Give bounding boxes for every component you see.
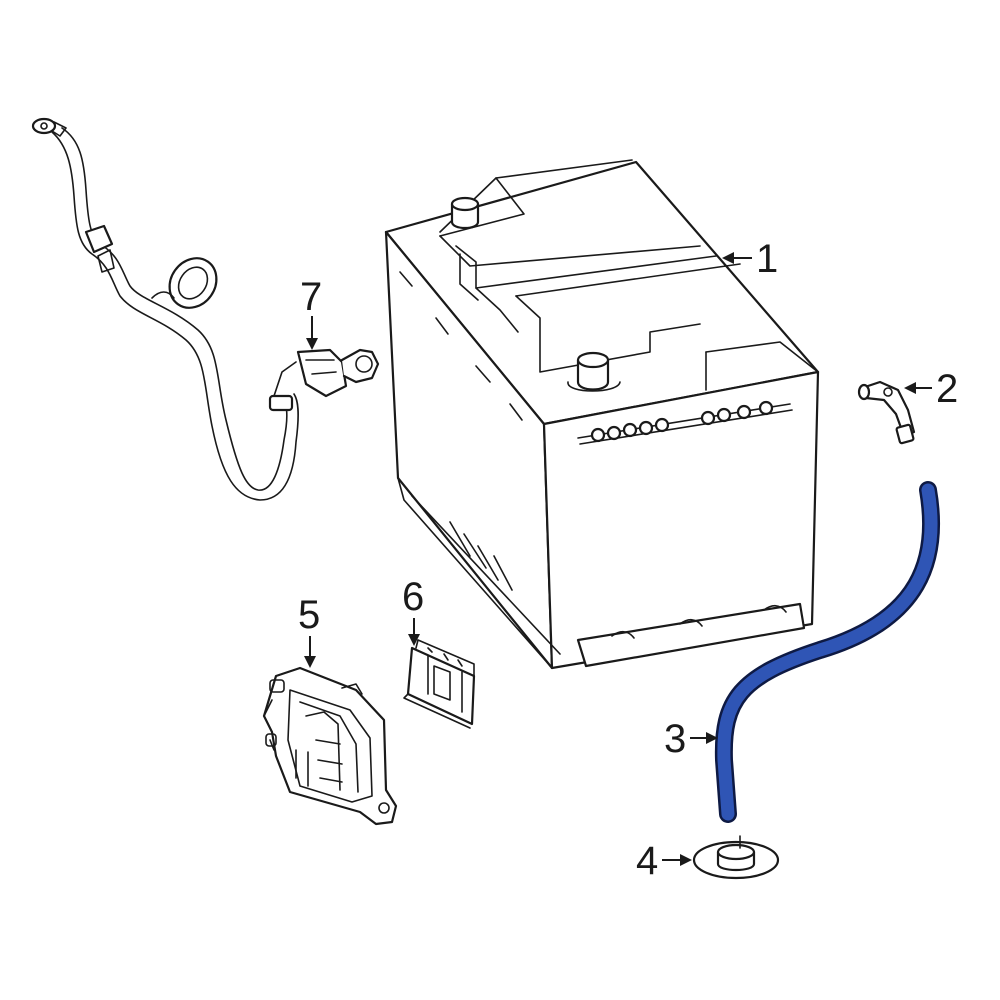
vent-elbow-icon[interactable] [857, 380, 916, 445]
vent-hose-icon[interactable] [714, 481, 941, 823]
callout-6: 6 [402, 575, 424, 646]
grommet-icon[interactable] [692, 835, 780, 880]
callout-label-2: 2 [936, 367, 958, 411]
callout-label-7: 7 [300, 275, 322, 319]
callout-3: 3 [664, 717, 718, 761]
callout-label-3: 3 [664, 717, 686, 761]
vent-caps [577, 400, 793, 445]
callout-label-4: 4 [636, 839, 658, 883]
battery-icon[interactable] [384, 159, 820, 670]
callout-5: 5 [298, 593, 320, 668]
callout-7: 7 [300, 275, 322, 350]
battery-terminal-icon [450, 196, 621, 392]
battery-tray-icon[interactable] [262, 666, 398, 826]
callout-label-5: 5 [298, 593, 320, 637]
callout-label-6: 6 [402, 575, 424, 619]
ground-cable-icon[interactable] [31, 117, 380, 501]
callout-2: 2 [904, 367, 958, 411]
retainer-clip-icon[interactable] [403, 639, 476, 729]
callout-4: 4 [636, 839, 692, 883]
callout-label-1: 1 [756, 237, 778, 281]
callout-1: 1 [722, 237, 778, 281]
